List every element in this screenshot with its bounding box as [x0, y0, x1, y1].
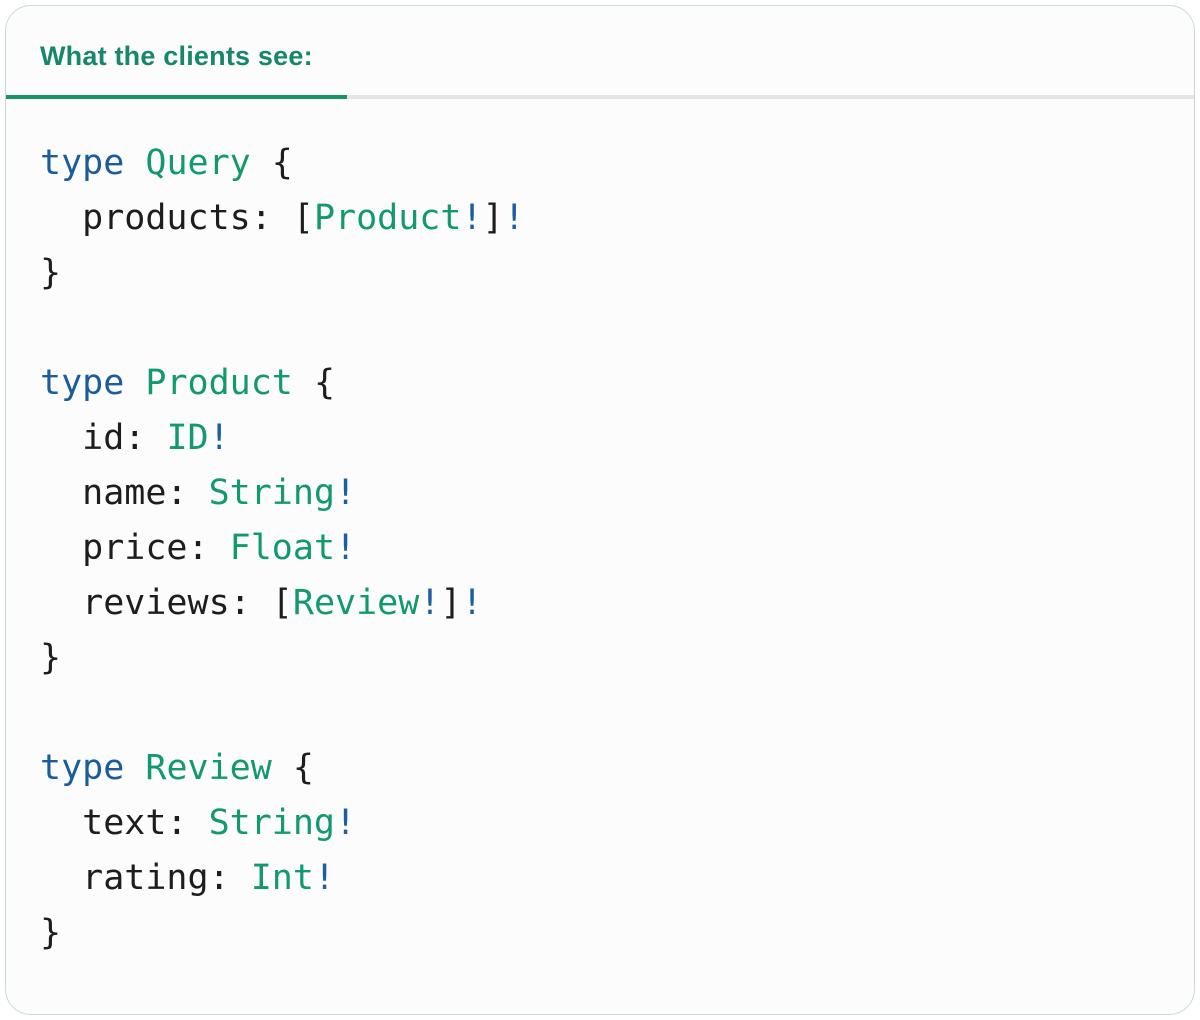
code-line: id: ID!: [40, 411, 1160, 466]
code-line: type Review {: [40, 741, 1160, 796]
code-line: type Query {: [40, 136, 1160, 191]
code-token-bg: !: [503, 198, 525, 238]
code-token-pl: [124, 143, 145, 183]
code-token-pl: ]: [482, 198, 504, 238]
code-token-pl: }: [40, 253, 62, 293]
code-token-pl: rating:: [40, 858, 251, 898]
code-token-bg: !: [335, 473, 357, 513]
code-line: reviews: [Review!]!: [40, 576, 1160, 631]
code-token-ty: Product: [313, 198, 462, 238]
code-line: type Product {: [40, 356, 1160, 411]
code-token-bg: !: [461, 583, 483, 623]
code-token-pl: [124, 748, 145, 788]
code-token-bg: !: [419, 583, 441, 623]
code-token-ty: Query: [145, 143, 251, 183]
code-token-bg: !: [335, 528, 357, 568]
code-token-pl: }: [40, 638, 62, 678]
code-token-kw: type: [40, 143, 125, 183]
code-token-ty: Review: [145, 748, 272, 788]
code-line: }: [40, 246, 1160, 301]
code-line: price: Float!: [40, 521, 1160, 576]
code-line: }: [40, 631, 1160, 686]
code-line: [40, 301, 1160, 356]
code-token-ty: Int: [250, 858, 314, 898]
code-block: type Query { products: [Product!]!}type …: [6, 99, 1194, 998]
code-token-pl: {: [292, 363, 336, 403]
code-token-ty: Product: [145, 363, 293, 403]
code-token-pl: {: [271, 748, 314, 788]
code-token-pl: price:: [40, 528, 230, 568]
code-token-pl: [124, 363, 145, 403]
code-token-kw: type: [40, 748, 125, 788]
code-token-pl: {: [250, 143, 293, 183]
code-token-ty: String: [208, 473, 336, 513]
code-token-bg: !: [313, 858, 336, 898]
code-line: text: String!: [40, 796, 1160, 851]
code-token-ty: Float: [229, 528, 336, 568]
code-token-ty: ID: [166, 418, 209, 458]
code-token-bg: !: [208, 418, 230, 458]
code-line: rating: Int!: [40, 851, 1160, 906]
code-line: }: [40, 906, 1160, 961]
code-line: name: String!: [40, 466, 1160, 521]
code-token-pl: text:: [40, 803, 209, 843]
code-token-kw: type: [40, 363, 125, 403]
schema-panel-card: What the clients see: type Query { produ…: [5, 5, 1195, 1015]
tab-bar: What the clients see:: [6, 6, 1194, 99]
code-token-bg: !: [461, 198, 483, 238]
code-line: products: [Product!]!: [40, 191, 1160, 246]
code-token-pl: }: [40, 913, 62, 953]
code-token-bg: !: [335, 803, 357, 843]
code-token-ty: String: [208, 803, 336, 843]
code-token-pl: reviews: [: [40, 583, 293, 623]
code-token-pl: name:: [40, 473, 209, 513]
code-token-pl: products: [: [40, 198, 314, 238]
tab-clients-view[interactable]: What the clients see:: [6, 6, 347, 99]
code-token-ty: Review: [292, 583, 420, 623]
code-token-pl: id:: [40, 418, 167, 458]
code-line: [40, 686, 1160, 741]
code-token-pl: ]: [440, 583, 462, 623]
tab-label: What the clients see:: [40, 41, 313, 71]
